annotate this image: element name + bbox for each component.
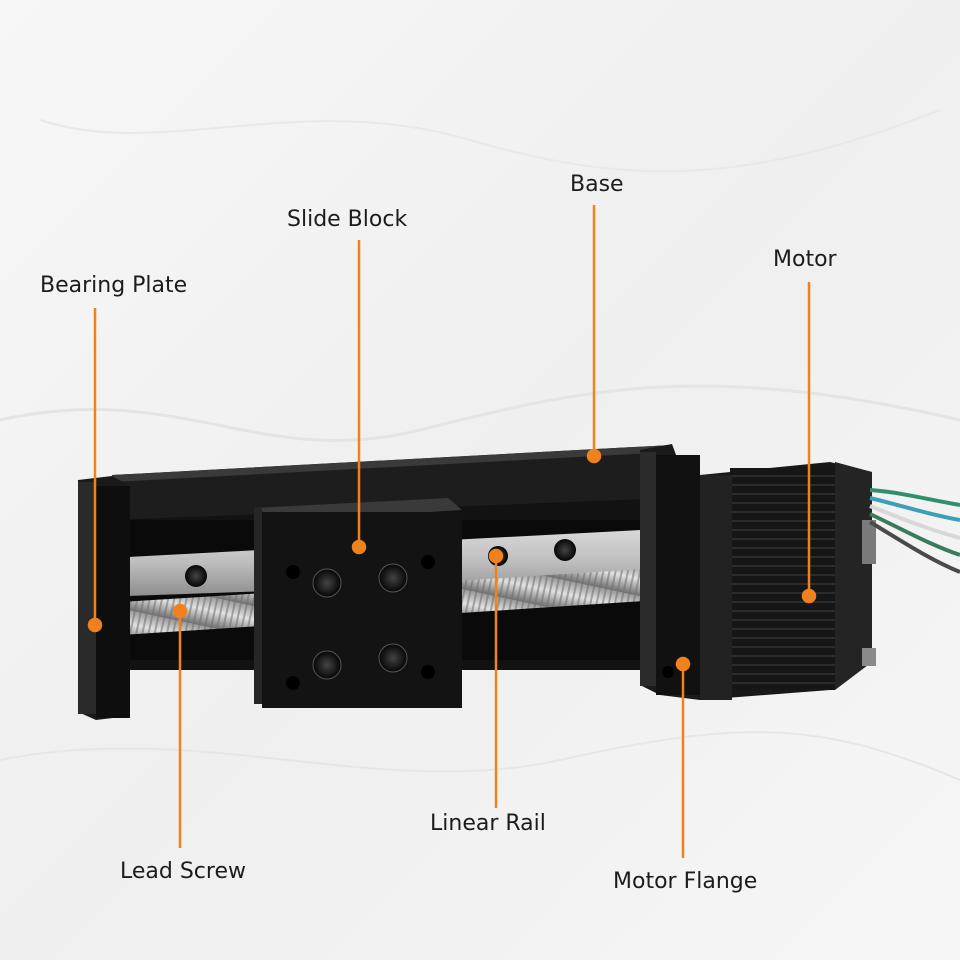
slide-screw: [378, 643, 408, 673]
marble-vein: [0, 384, 960, 442]
callout-dot-base: [586, 448, 602, 464]
slide-hole: [286, 565, 300, 579]
label-slide-block: Slide Block: [287, 207, 408, 232]
callout-dot-motor: [801, 588, 817, 604]
rail-screw: [185, 565, 207, 587]
slide-hole: [286, 676, 300, 690]
callout-dot-slide-block: [351, 539, 367, 555]
callout-dot-bearing-plate: [87, 617, 103, 633]
label-bearing-plate: Bearing Plate: [40, 273, 188, 298]
slide-screw: [378, 563, 408, 593]
flange-hole: [662, 666, 674, 678]
callout-dot-motor-flange: [675, 656, 691, 672]
marble-vein: [0, 731, 960, 781]
label-motor: Motor: [773, 247, 837, 272]
base-top-edge: [112, 445, 672, 482]
label-motor-flange: Motor Flange: [613, 869, 758, 894]
slide-screw: [312, 650, 342, 680]
slide-hole: [421, 665, 435, 679]
marble-vein: [39, 109, 941, 173]
callout-dot-lead-screw: [172, 603, 188, 619]
bearing-plate-part: [78, 476, 130, 720]
callout-dot-linear-rail: [488, 548, 504, 564]
callouts: [87, 205, 817, 858]
base-top-plate: [112, 445, 672, 520]
slide-screw: [312, 568, 342, 598]
motor-wires: [868, 488, 960, 574]
slide-hole: [421, 555, 435, 569]
linear-actuator: [78, 444, 960, 720]
label-base: Base: [570, 172, 624, 197]
label-lead-screw: Lead Screw: [120, 859, 246, 884]
motor-flange-part: [640, 444, 700, 700]
label-linear-rail: Linear Rail: [430, 811, 546, 836]
stepper-motor-part: [700, 462, 876, 700]
rail-screw: [554, 539, 576, 561]
